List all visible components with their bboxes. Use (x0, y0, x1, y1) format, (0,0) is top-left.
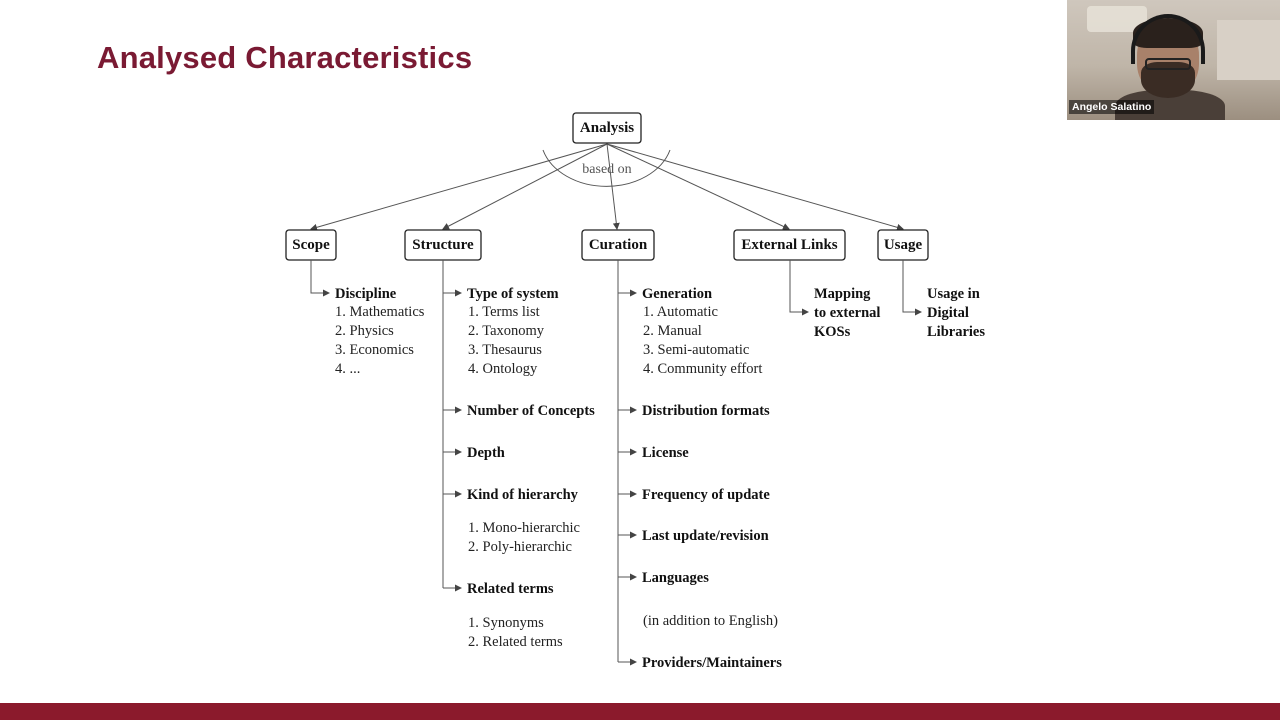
based-on-label: based on (582, 162, 631, 177)
external-links-item-line: to external (814, 305, 880, 321)
footer-bar (0, 703, 1280, 720)
structure-sub-item: 2. Related terms (468, 634, 563, 650)
structure-sub-item: 3. Thesaurus (468, 342, 542, 358)
based-on-arc (542, 149, 671, 187)
structure-sub-item: 1. Synonyms (468, 615, 544, 631)
edge-root-structure (442, 143, 608, 230)
usage-node-label: Usage (884, 237, 923, 253)
curation-sub-item: 2. Manual (643, 323, 702, 339)
curation-item-generation: Generation (642, 286, 712, 302)
structure-sub-item: 4. Ontology (468, 361, 538, 377)
scope-sub-item: 4. ... (335, 361, 360, 377)
external-links-item-line: KOSs (814, 324, 851, 340)
structure-node: Structure (404, 229, 482, 261)
structure-sub-item: 1. Mono-hierarchic (468, 520, 580, 536)
participant-video-tile[interactable]: Angelo Salatino (1067, 0, 1280, 120)
curation-sub-item: 1. Automatic (643, 304, 718, 320)
edge-root-curation (606, 143, 620, 230)
analysis-diagram: Analysis based on Scope Structure Curati… (285, 112, 985, 671)
structure-item-number-of-concepts: Number of Concepts (467, 403, 595, 419)
curation-item-last-update: Last update/revision (642, 528, 769, 544)
curation-item-license: License (642, 445, 689, 461)
root-node: Analysis (572, 112, 642, 144)
structure-sub-item: 2. Poly-hierarchic (468, 539, 572, 555)
structure-item-related-terms: Related terms (467, 581, 554, 597)
usage-item-line: Digital (927, 305, 969, 321)
curation-node: Curation (581, 229, 655, 261)
background-shape (1217, 20, 1280, 80)
external-links-node: External Links (733, 229, 846, 261)
curation-item-languages: Languages (642, 570, 709, 586)
structure-sub-item: 2. Taxonomy (468, 323, 545, 339)
scope-sub-item: 2. Physics (335, 323, 394, 339)
curation-sub-item: (in addition to English) (643, 613, 778, 629)
external-links-node-label: External Links (741, 237, 837, 253)
usage-item-line: Usage in (927, 286, 980, 302)
curation-sub-item: 3. Semi-automatic (643, 342, 749, 358)
participant-name-label: Angelo Salatino (1069, 100, 1155, 114)
external-links-item-line: Mapping (814, 286, 871, 302)
scope-item-discipline: Discipline (335, 286, 397, 302)
curation-item-providers: Providers/Maintainers (642, 655, 782, 671)
structure-item-kind-of-hierarchy: Kind of hierarchy (467, 487, 579, 503)
scope-node-label: Scope (292, 237, 330, 253)
usage-connector (902, 260, 922, 316)
scope-node: Scope (285, 229, 337, 261)
usage-node: Usage (877, 229, 929, 261)
structure-item-depth: Depth (467, 445, 505, 461)
headset-icon (1131, 14, 1205, 64)
structure-item-type-of-system: Type of system (467, 286, 559, 302)
edge-root-scope (310, 143, 608, 231)
scope-sub-item: 1. Mathematics (335, 304, 425, 320)
scope-sub-item: 3. Economics (335, 342, 414, 358)
structure-node-label: Structure (412, 237, 474, 253)
external-links-connector (789, 260, 809, 316)
curation-node-label: Curation (589, 237, 648, 253)
usage-item-line: Libraries (927, 324, 985, 340)
edge-root-usage (606, 143, 904, 231)
scope-connector (310, 260, 330, 297)
edge-root-external-links (606, 143, 790, 230)
slide-title: Analysed Characteristics (97, 40, 473, 75)
curation-item-frequency-of-update: Frequency of update (642, 487, 770, 503)
curation-sub-item: 4. Community effort (643, 361, 762, 377)
curation-item-distribution-formats: Distribution formats (642, 403, 770, 419)
root-node-label: Analysis (580, 120, 634, 136)
structure-sub-item: 1. Terms list (468, 304, 540, 320)
